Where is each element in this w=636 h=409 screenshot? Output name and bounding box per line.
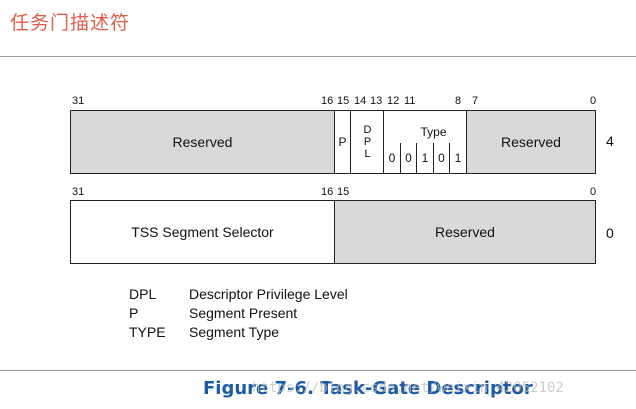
bit-label-15-low: 15 xyxy=(337,186,350,198)
p-field: P xyxy=(334,110,351,174)
legend-desc: Segment Type xyxy=(189,324,280,340)
type-bit-8: 1 xyxy=(449,143,467,174)
bit-label-7: 7 xyxy=(472,95,479,107)
bit-label-16-low: 16 xyxy=(321,186,334,198)
legend-abbr: TYPE xyxy=(129,324,166,340)
type-bit-11: 0 xyxy=(400,143,417,174)
figure-caption: Figure 7-6. Task-Gate Descriptor xyxy=(203,378,533,399)
tss-segment-selector-field: TSS Segment Selector xyxy=(70,200,335,264)
legend-item-dpl: DPL Descriptor Privilege Level xyxy=(129,286,449,306)
legend-item-p: P Segment Present xyxy=(129,305,449,325)
legend-desc: Descriptor Privilege Level xyxy=(189,286,348,302)
bit-label-15: 15 xyxy=(337,95,350,107)
dpl-field: D P L xyxy=(350,110,384,174)
offset-0-label: 0 xyxy=(606,225,614,241)
top-divider xyxy=(0,56,636,57)
bit-label-12: 12 xyxy=(387,95,400,107)
bit-label-14: 14 xyxy=(354,95,367,107)
type-bit-9: 0 xyxy=(433,143,450,174)
page-heading: 任务门描述符 xyxy=(10,12,131,34)
watermark: https://blog.csdn.net/weixin_42052102 xyxy=(252,380,564,396)
bit12-field: 0 xyxy=(383,110,401,174)
bit-label-31-low: 31 xyxy=(72,186,85,198)
type-bit-10: 1 xyxy=(416,143,434,174)
bit-label-16: 16 xyxy=(321,95,334,107)
dpl-letter-l: L xyxy=(364,148,371,160)
offset-4-label: 4 xyxy=(606,133,614,149)
legend-item-type: TYPE Segment Type xyxy=(129,324,449,344)
bottom-divider xyxy=(0,370,636,371)
reserved-low-field: Reserved xyxy=(334,200,596,264)
bit-label-8: 8 xyxy=(455,95,462,107)
bit-label-13: 13 xyxy=(370,95,383,107)
bit-label-11: 11 xyxy=(404,95,416,107)
dpl-letter-p: P xyxy=(363,136,372,148)
type-title: Type xyxy=(420,125,447,139)
bit-label-0-low: 0 xyxy=(590,186,597,198)
reserved-low-byte-field: Reserved xyxy=(466,110,596,174)
legend-abbr: P xyxy=(129,305,139,321)
legend-desc: Segment Present xyxy=(189,305,298,321)
legend-abbr: DPL xyxy=(129,286,157,302)
bit-label-31: 31 xyxy=(72,95,85,107)
dpl-letter-d: D xyxy=(363,124,372,136)
reserved-high-field: Reserved xyxy=(70,110,335,174)
bit-label-0: 0 xyxy=(590,95,597,107)
